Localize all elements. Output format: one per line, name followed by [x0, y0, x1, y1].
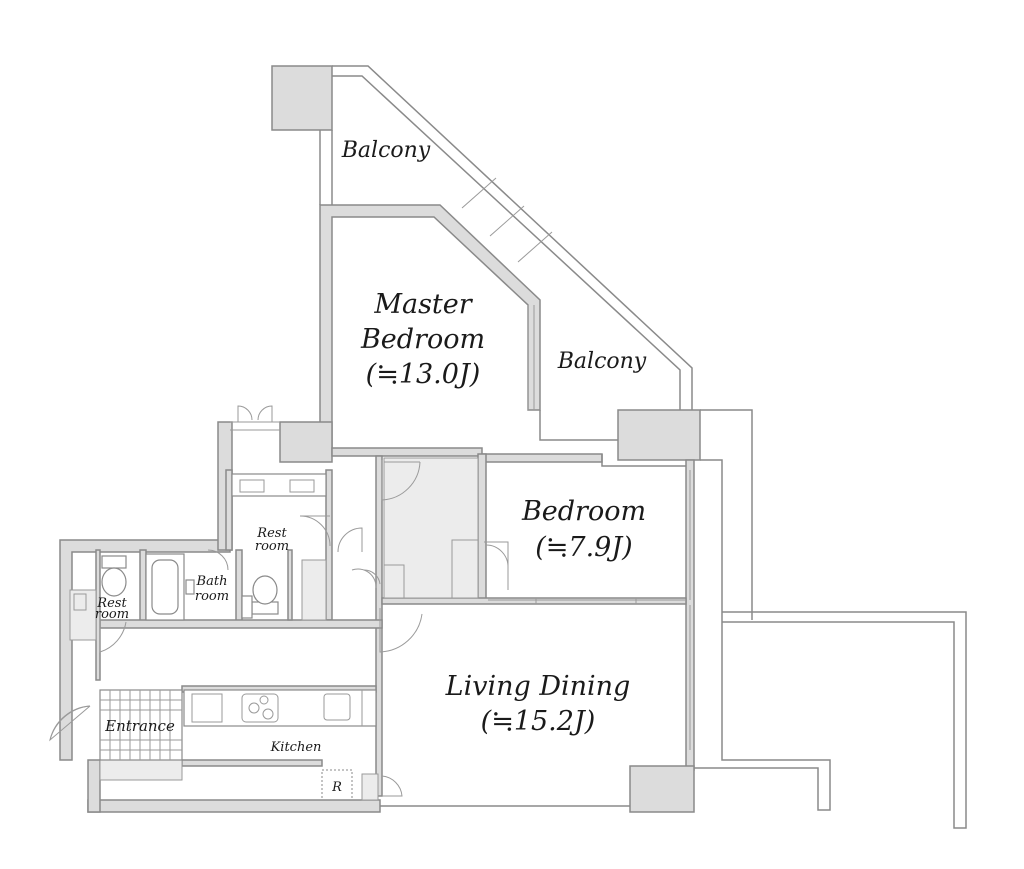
- label-living-dining-size: (≒15.2J): [481, 706, 596, 737]
- kitchen-counter: [183, 689, 377, 727]
- label-balcony-top: Balcony: [341, 138, 431, 163]
- label-entrance: Entrance: [104, 717, 175, 735]
- fixtures: [73, 473, 379, 801]
- entrance-tiles: [99, 689, 183, 761]
- room-labels: Balcony Balcony Master Bedroom (≒13.0J) …: [95, 138, 647, 795]
- label-living-dining: Living Dining: [445, 671, 631, 702]
- label-master-bedroom-size: (≒13.0J): [366, 359, 481, 390]
- label-restroom-upper-2: room: [255, 539, 289, 554]
- label-master-bedroom-1: Master: [373, 289, 473, 320]
- doors: [49, 460, 509, 797]
- exterior-double-door: [237, 405, 273, 422]
- bathtub: [145, 553, 185, 621]
- label-master-bedroom-2: Bedroom: [360, 324, 485, 355]
- closets: [69, 457, 479, 781]
- label-bedroom: Bedroom: [521, 496, 646, 527]
- toilet-upper: [251, 575, 279, 615]
- label-balcony-right: Balcony: [557, 349, 647, 374]
- label-restroom-upper-1: Rest: [256, 526, 287, 541]
- label-bathroom-1: Bath: [196, 574, 228, 589]
- interior-walls: [95, 447, 687, 797]
- refrigerator-space: [321, 769, 353, 801]
- toilet-left: [101, 555, 127, 597]
- label-restroom-left-1: Rest: [96, 596, 127, 611]
- label-kitchen: Kitchen: [270, 740, 322, 755]
- label-restroom-left-2: room: [95, 607, 129, 622]
- label-bathroom-2: room: [195, 589, 229, 604]
- label-refrigerator: R: [331, 780, 342, 795]
- label-bedroom-size: (≒7.9J): [535, 532, 632, 563]
